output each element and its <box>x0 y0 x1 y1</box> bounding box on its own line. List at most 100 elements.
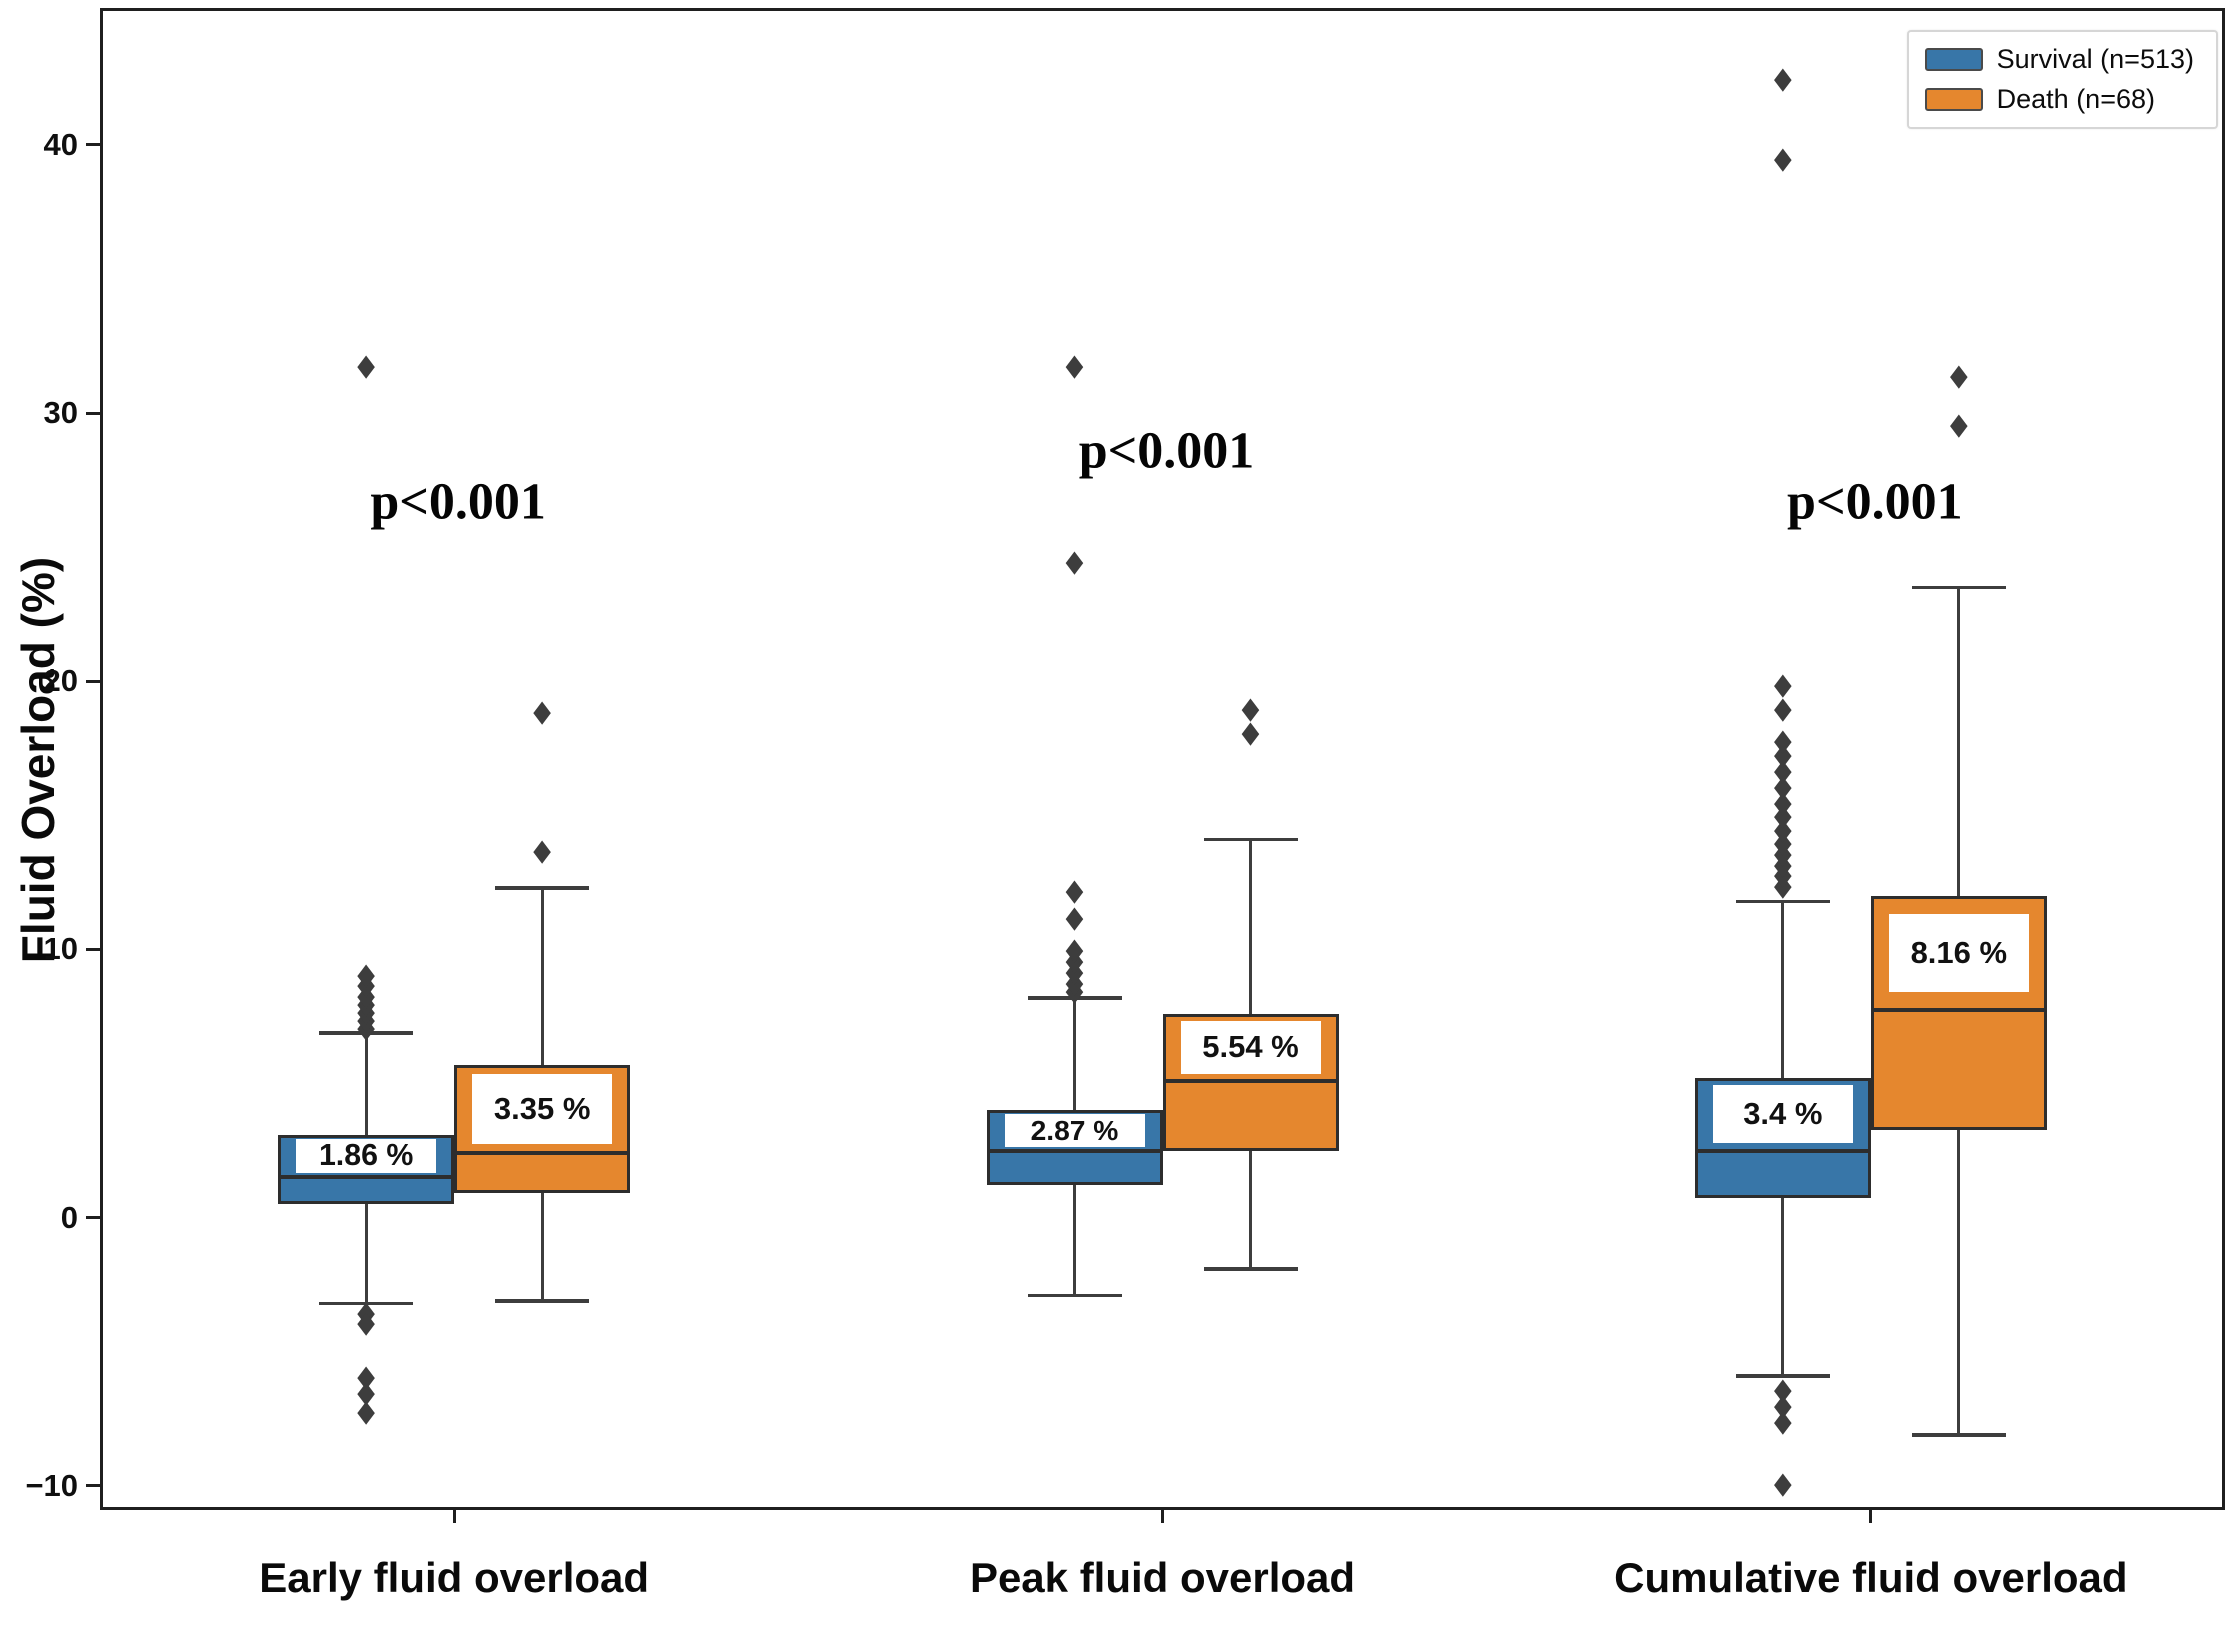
outlier-diamond-icon: ◆ <box>357 1304 376 1339</box>
outlier-diamond-icon: ◆ <box>1773 722 1792 757</box>
whisker-cap-low <box>1911 1433 2006 1437</box>
x-category-label: Early fluid overload <box>259 1554 650 1601</box>
median-line <box>1694 1148 1871 1153</box>
y-tick-label: 0 <box>60 1199 78 1235</box>
whisker-cap-high <box>1911 585 2006 590</box>
outlier-diamond-icon: ◆ <box>1773 867 1792 902</box>
plot-frame <box>100 8 2225 1510</box>
y-tick-label: 40 <box>43 126 78 162</box>
outlier-diamond-icon: ◆ <box>1773 1387 1792 1422</box>
legend-item-death: Death (n=68) <box>1924 84 2194 115</box>
outlier-diamond-icon: ◆ <box>1773 751 1792 787</box>
outlier-diamond-icon: ◆ <box>357 985 376 1020</box>
y-tick-label: −10 <box>25 1467 78 1503</box>
outlier-diamond-icon: ◆ <box>1065 872 1084 907</box>
outlier-diamond-icon: ◆ <box>357 1001 376 1036</box>
whisker-cap-high <box>1027 996 1122 1000</box>
survival-swatch-icon <box>1924 48 1983 71</box>
outlier-diamond-icon: ◆ <box>357 993 376 1028</box>
box-value-label: 3.4 % <box>1712 1085 1853 1144</box>
outlier-diamond-icon: ◆ <box>1773 784 1792 819</box>
outlier-diamond-icon: ◆ <box>1241 714 1260 749</box>
whisker-cap-low <box>1203 1267 1298 1271</box>
outlier-diamond-icon: ◆ <box>357 1009 376 1044</box>
y-tick-mark <box>86 1216 100 1220</box>
outlier-diamond-icon: ◆ <box>1065 971 1084 1007</box>
outlier-diamond-icon: ◆ <box>1949 357 1968 392</box>
median-line <box>986 1148 1163 1153</box>
outlier-diamond-icon: ◆ <box>533 692 552 728</box>
outlier-diamond-icon: ◆ <box>357 1358 376 1393</box>
outlier-diamond-icon: ◆ <box>357 346 376 382</box>
outlier-diamond-icon: ◆ <box>357 977 376 1012</box>
outlier-diamond-icon: ◆ <box>357 966 376 1001</box>
whisker-cap-low <box>319 1301 414 1306</box>
outlier-diamond-icon: ◆ <box>1773 140 1792 175</box>
y-tick-label: 20 <box>43 663 78 699</box>
outlier-diamond-icon: ◆ <box>1773 1371 1792 1406</box>
outlier-diamond-icon: ◆ <box>1773 767 1792 803</box>
whisker-cap-high <box>1735 899 1830 904</box>
x-tick-mark <box>452 1510 456 1523</box>
median-line <box>454 1151 631 1156</box>
y-tick-mark <box>86 1484 100 1488</box>
x-tick-mark <box>1161 1510 1164 1523</box>
p-value-annotation: p<0.001 <box>1787 473 1963 530</box>
outlier-diamond-icon: ◆ <box>1773 856 1792 891</box>
median-line <box>1162 1078 1339 1083</box>
outlier-diamond-icon: ◆ <box>1241 690 1260 725</box>
whisker-cap-low <box>1735 1374 1830 1378</box>
whisker-cap-low <box>1027 1293 1122 1298</box>
median-line <box>1870 1007 2047 1012</box>
outlier-diamond-icon: ◆ <box>1949 405 1968 441</box>
y-tick-mark <box>86 947 100 951</box>
outlier-diamond-icon: ◆ <box>1065 942 1084 977</box>
outlier-diamond-icon: ◆ <box>1065 963 1084 999</box>
death-swatch-icon <box>1924 88 1983 111</box>
legend: Survival (n=513) Death (n=68) <box>1906 30 2218 129</box>
whisker-cap-high <box>495 886 590 890</box>
outlier-diamond-icon: ◆ <box>357 1293 376 1329</box>
box-value-label: 3.35 % <box>472 1073 613 1145</box>
outlier-diamond-icon: ◆ <box>1773 1465 1792 1500</box>
outlier-diamond-icon: ◆ <box>1773 810 1792 846</box>
whisker-cap-low <box>495 1299 590 1303</box>
p-value-annotation: p<0.001 <box>370 473 546 530</box>
x-category-label: Peak fluid overload <box>969 1554 1356 1601</box>
legend-item-survival: Survival (n=513) <box>1924 44 2194 75</box>
outlier-diamond-icon: ◆ <box>1065 953 1084 988</box>
outlier-diamond-icon: ◆ <box>357 955 376 991</box>
box-value-label: 5.54 % <box>1180 1020 1321 1075</box>
outlier-diamond-icon: ◆ <box>1773 824 1792 859</box>
x-tick-mark <box>1869 1510 1873 1523</box>
median-line <box>278 1175 455 1180</box>
legend-label: Death (n=68) <box>1996 84 2155 114</box>
x-category-label: Cumulative fluid overload <box>1614 1554 2128 1601</box>
legend-label: Survival (n=513) <box>1996 44 2194 74</box>
box-value-label: 2.87 % <box>1004 1114 1145 1147</box>
outlier-diamond-icon: ◆ <box>1773 666 1792 701</box>
whisker-cap-high <box>1203 837 1298 842</box>
outlier-diamond-icon: ◆ <box>1773 1403 1792 1438</box>
outlier-diamond-icon: ◆ <box>357 1374 376 1409</box>
outlier-diamond-icon: ◆ <box>533 832 552 867</box>
outlier-diamond-icon: ◆ <box>1065 346 1084 382</box>
outlier-diamond-icon: ◆ <box>1065 931 1084 966</box>
box-value-label: 8.16 % <box>1888 913 2029 992</box>
outlier-diamond-icon: ◆ <box>1773 59 1792 95</box>
y-tick-label: 30 <box>43 395 78 430</box>
outlier-diamond-icon: ◆ <box>1773 835 1792 870</box>
outlier-diamond-icon: ◆ <box>1065 542 1084 578</box>
y-tick-label: 10 <box>43 931 78 967</box>
y-tick-mark <box>86 411 100 415</box>
p-value-annotation: p<0.001 <box>1078 422 1255 480</box>
outlier-diamond-icon: ◆ <box>1065 899 1084 934</box>
outlier-diamond-icon: ◆ <box>1773 690 1792 725</box>
whisker-cap-high <box>319 1031 414 1035</box>
y-tick-mark <box>86 679 100 683</box>
outlier-diamond-icon: ◆ <box>1773 735 1792 771</box>
outlier-diamond-icon: ◆ <box>1773 797 1792 832</box>
box-value-label: 1.86 % <box>296 1138 437 1174</box>
